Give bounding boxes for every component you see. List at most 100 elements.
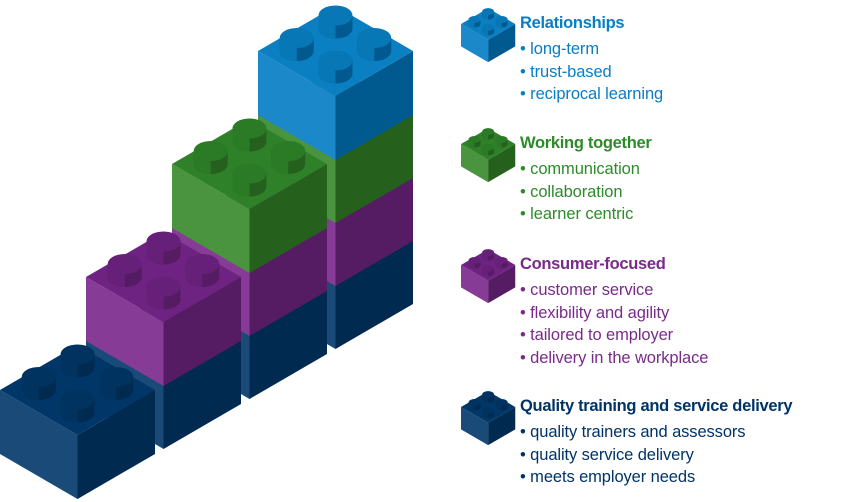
brick-right-face [335, 114, 413, 223]
brick-stud [468, 256, 481, 269]
list-item: learner centric [520, 203, 640, 226]
stud-top [495, 15, 508, 23]
stud-top [482, 8, 495, 16]
brick-stud [482, 128, 495, 140]
list-item: trust-based [520, 61, 663, 84]
stud-top [232, 118, 267, 139]
brick-stud [495, 256, 508, 269]
list-item: flexibility and agility [520, 302, 708, 325]
brick-right-face [249, 227, 327, 336]
stud-top [482, 406, 495, 414]
stud-top [482, 391, 495, 399]
blue-brick-icon [461, 8, 516, 63]
brick-left-face [86, 277, 164, 386]
brick-stud [279, 28, 314, 61]
stud-top [482, 128, 495, 136]
list-item: reciprocal learning [520, 83, 663, 106]
stud-top [99, 367, 134, 387]
stud-top [482, 143, 495, 151]
stud-top [60, 389, 95, 410]
brick-stud [193, 141, 228, 174]
group-heading: Quality training and service delivery [520, 397, 793, 415]
stud-top [468, 256, 481, 264]
brick-stud [482, 8, 495, 20]
stud-top [21, 367, 56, 387]
brick-stud [357, 28, 392, 61]
brick-left-face [0, 390, 78, 499]
brick-green [172, 118, 327, 273]
list-item: quality trainers and assessors [520, 421, 745, 444]
brick-right-face [249, 164, 327, 273]
brick-right-face [335, 51, 413, 160]
brick-left-face [258, 51, 336, 160]
brick-stud [185, 254, 220, 287]
icon-brick [461, 8, 516, 63]
list-item: tailored to employer [520, 324, 708, 347]
brick-stud [146, 276, 181, 310]
stud-top [318, 5, 353, 26]
stud-top [468, 15, 481, 23]
brick-right-face [249, 290, 327, 399]
stud-top [146, 231, 181, 252]
brick-right-face [488, 24, 516, 63]
brick-stud [60, 344, 95, 378]
stud-top [482, 264, 495, 272]
green-brick-icon [461, 128, 516, 183]
stud-top [185, 254, 220, 274]
list-item: delivery in the workplace [520, 347, 708, 370]
brick-stud [482, 249, 495, 261]
stud-top [107, 254, 142, 274]
stud-top [482, 23, 495, 31]
brick-stud [107, 254, 142, 287]
brick-right-face [488, 144, 516, 183]
brick-stud [468, 398, 481, 411]
brick-purple [86, 231, 241, 386]
brick-left-face [461, 407, 489, 446]
icon-brick [461, 128, 516, 183]
stud-top [357, 28, 392, 48]
brick-stud [232, 118, 267, 152]
stud-top [468, 135, 481, 143]
list-item: quality service delivery [520, 444, 745, 467]
brick-right-face [163, 277, 241, 386]
brick-stud [495, 398, 508, 411]
brick-stud [271, 141, 306, 174]
group-heading: Working together [520, 134, 652, 152]
brick-blue [258, 5, 413, 160]
brick-stud [495, 15, 508, 28]
stud-top [146, 276, 181, 297]
list-item: long-term [520, 38, 663, 61]
brick-right-face [77, 390, 155, 499]
stud-top [279, 28, 314, 48]
brick-stud [318, 5, 353, 39]
brick-left-face [172, 164, 250, 273]
brick-stud [146, 231, 181, 265]
stud-top [318, 50, 353, 71]
brick-stud [482, 264, 495, 277]
brick-stud [482, 143, 495, 156]
brick-stud [482, 23, 495, 36]
icon-brick [461, 391, 516, 446]
brick-left-face [461, 144, 489, 183]
stud-top [482, 249, 495, 257]
navy-brick-icon [461, 391, 516, 446]
stud-top [60, 344, 95, 365]
brick-stud [318, 50, 353, 84]
brick-stud [468, 135, 481, 148]
brick-stud [482, 391, 495, 403]
brick-right-face [163, 340, 241, 449]
brick-stud [232, 163, 267, 197]
brick-stud [21, 367, 56, 400]
brick-stud [495, 135, 508, 148]
stud-top [495, 256, 508, 264]
brick-staircase [0, 5, 413, 499]
brick-right-face [488, 407, 516, 446]
group-heading: Consumer-focused [520, 255, 666, 273]
icon-brick [461, 249, 516, 304]
brick-stud [99, 367, 134, 400]
brick-right-face [488, 265, 516, 304]
list-item: collaboration [520, 181, 640, 204]
purple-brick-icon [461, 249, 516, 304]
brick-left-face [461, 24, 489, 63]
brick-navy [0, 344, 155, 499]
